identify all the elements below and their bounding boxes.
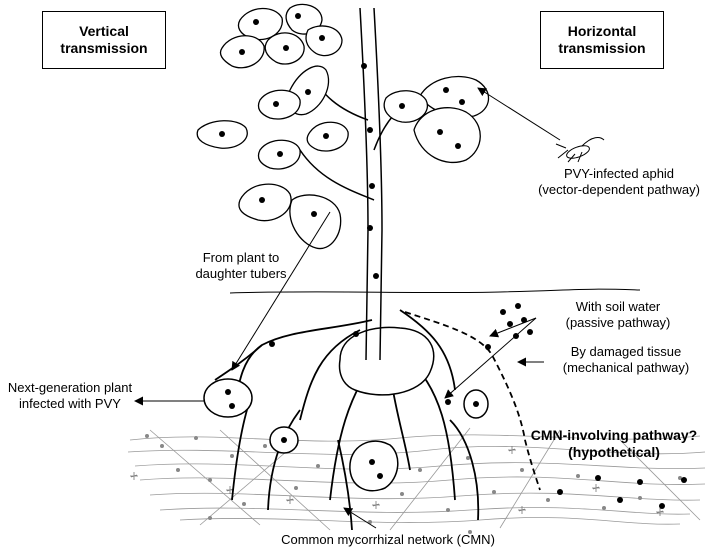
daughter-tuber-left bbox=[203, 378, 253, 418]
arrow-soil-water-1 bbox=[489, 317, 537, 338]
arrow-soil-water-2 bbox=[444, 317, 537, 399]
annotation-arrows bbox=[134, 87, 561, 529]
mother-tuber bbox=[338, 326, 435, 396]
soil-surface-line bbox=[229, 288, 641, 294]
damaged-tissue-label: By damaged tissue (mechanical pathway) bbox=[562, 344, 690, 375]
next-generation-label: Next-generation plant infected with PVY bbox=[7, 380, 133, 411]
daughter-tubers-label: From plant to daughter tubers bbox=[195, 250, 287, 281]
arrow-aphid-to-leaf bbox=[477, 87, 561, 141]
mycorrhizal-stars bbox=[130, 446, 664, 516]
arrow-cmn bbox=[343, 507, 377, 529]
mycorrhizal-spores bbox=[145, 434, 682, 534]
mycorrhizal-network bbox=[127, 427, 706, 531]
virus-particles bbox=[219, 13, 687, 509]
vertical-transmission-box: Vertical transmission bbox=[42, 11, 166, 69]
dashed-cmn-root bbox=[404, 311, 541, 491]
cmn-pathway-label: CMN-involving pathway? (hypothetical) bbox=[530, 427, 698, 460]
aphid-icon bbox=[555, 137, 605, 163]
arrow-plant-to-daughter-tuber bbox=[231, 211, 331, 371]
daughter-tuber-right bbox=[349, 440, 399, 492]
horizontal-transmission-box: Horizontal transmission bbox=[540, 11, 664, 69]
tubers bbox=[203, 326, 489, 492]
plant-stem bbox=[359, 7, 383, 361]
plant-leaves bbox=[196, 3, 490, 250]
soil-water-label: With soil water (passive pathway) bbox=[565, 299, 671, 330]
aphid-pathway-label: PVY-infected aphid (vector-dependent pat… bbox=[538, 166, 700, 197]
cmn-label: Common mycorrhizal network (CMN) bbox=[281, 532, 495, 547]
